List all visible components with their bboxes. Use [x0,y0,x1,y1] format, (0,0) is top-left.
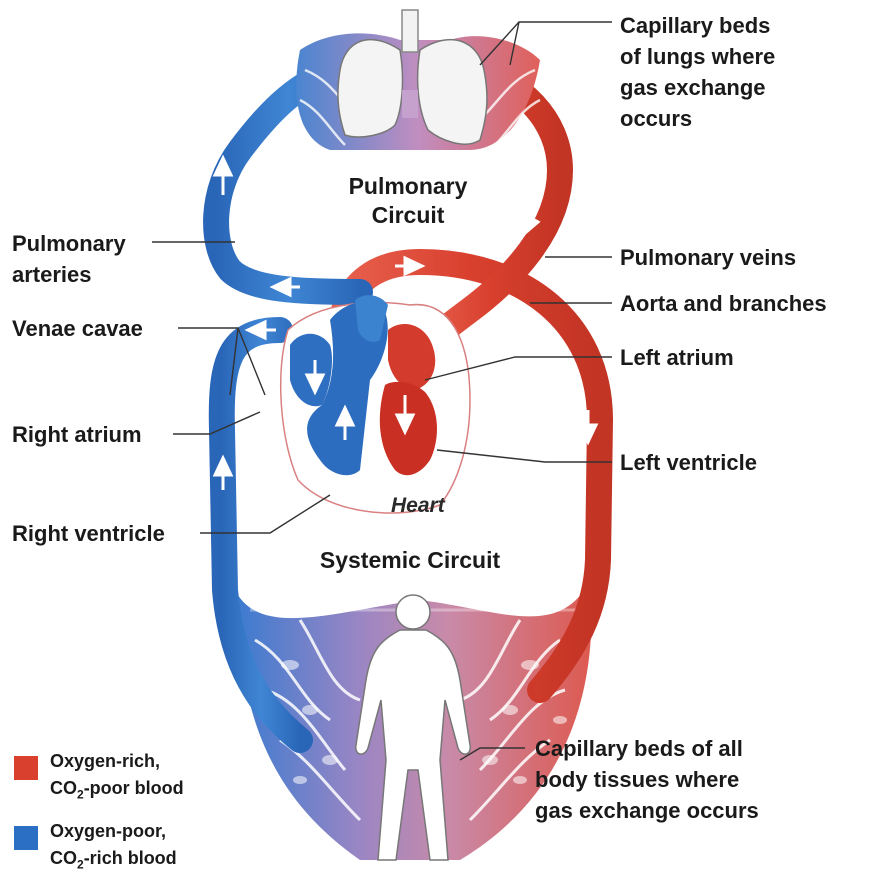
left-ventricle-label: Left ventricle [620,447,757,478]
body-capillary-line: Capillary beds of all [535,733,759,764]
lung-capillary-line: gas exchange [620,72,775,103]
legend-swatch-oxygen-rich [14,756,38,780]
pulmonary-arteries-label: Pulmonary arteries [12,228,126,290]
legend-line: CO2-rich blood [50,845,177,877]
body-capillary-line: gas exchange occurs [535,795,759,826]
left-atrium-label: Left atrium [620,342,734,373]
right-atrium-label: Right atrium [12,419,142,450]
right-ventricle-label: Right ventricle [12,518,165,549]
legend-line: Oxygen-poor, [50,818,177,845]
lung-capillary-label: Capillary beds of lungs where gas exchan… [620,10,775,134]
lung-capillary-line: Capillary beds [620,10,775,41]
legend-line: CO2-poor blood [50,775,184,809]
heart-illustration [281,295,470,513]
lung-capillary-line: occurs [620,103,775,134]
lung-capillary-line: of lungs where [620,41,775,72]
heart-label: Heart [391,494,445,518]
legend-subscript: 2 [77,858,84,872]
legend-oxygen-rich: Oxygen-rich, CO2-poor blood [50,748,184,809]
pulmonary-arteries-line: arteries [12,259,126,290]
legend-text: -rich blood [84,848,177,868]
pulmonary-circuit-line: Circuit [318,201,498,230]
legend-line: Oxygen-rich, [50,748,184,775]
systemic-circuit-title: Systemic Circuit [280,546,540,575]
body-capillary-line: body tissues where [535,764,759,795]
pulmonary-circuit-line: Pulmonary [318,172,498,201]
pulmonary-arteries-line: Pulmonary [12,228,126,259]
legend-text: CO [50,778,77,798]
legend-text: -poor blood [84,778,184,798]
pulmonary-circuit-title: Pulmonary Circuit [318,172,498,230]
legend-subscript: 2 [77,788,84,802]
venae-cavae-label: Venae cavae [12,313,143,344]
legend-swatch-oxygen-poor [14,826,38,850]
legend-oxygen-poor: Oxygen-poor, CO2-rich blood [50,818,177,877]
body-capillary-label: Capillary beds of all body tissues where… [535,733,759,826]
legend-text: CO [50,848,77,868]
pulmonary-veins-label: Pulmonary veins [620,242,796,273]
aorta-label: Aorta and branches [620,288,827,319]
